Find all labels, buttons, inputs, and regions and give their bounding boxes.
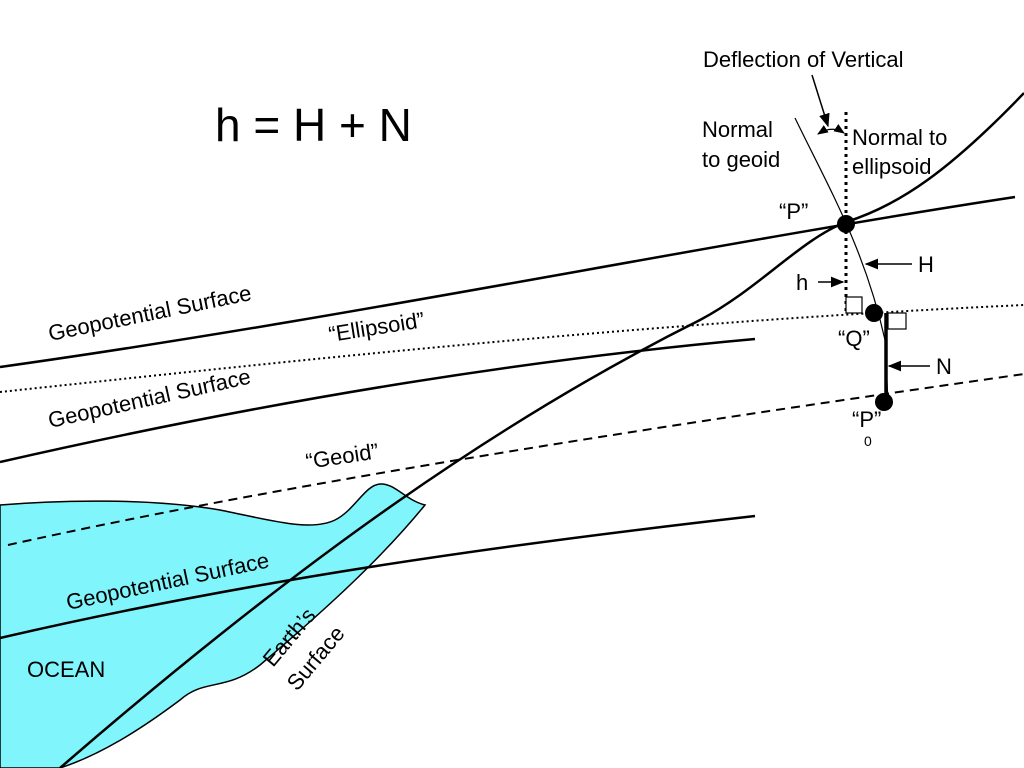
geoid-line xyxy=(7,373,1024,546)
normal-to-ellipsoid-label-line1: Normal to xyxy=(852,125,947,150)
point-q-marker xyxy=(865,304,883,322)
deflection-arrow xyxy=(811,74,830,128)
normal-to-geoid-label-line1: Normal xyxy=(702,117,773,142)
ocean-area xyxy=(0,483,427,768)
N-label: N xyxy=(936,354,952,379)
ocean-label: OCEAN xyxy=(27,657,105,682)
point-q-label: “Q” xyxy=(838,326,870,351)
point-p0-subscript: 0 xyxy=(864,433,872,449)
h-label: h xyxy=(796,270,808,295)
point-p0-marker xyxy=(875,393,893,411)
geopotential-surface-middle-label: Geopotential Surface xyxy=(46,364,253,433)
normal-to-ellipsoid-label-line2: ellipsoid xyxy=(852,154,932,179)
earth-surface-line xyxy=(59,92,1024,768)
geopotential-surface-middle-line xyxy=(0,337,756,464)
deflection-angle-arc xyxy=(817,124,845,135)
normal-to-geoid-label-line2: to geoid xyxy=(702,147,780,172)
point-p-marker xyxy=(837,215,855,233)
formula-text: h = H + N xyxy=(215,99,412,151)
right-angle-mark-q xyxy=(887,312,907,330)
point-p-label: “P” xyxy=(779,199,808,224)
right-angle-mark-p xyxy=(845,296,863,314)
ellipsoid-line xyxy=(0,304,1024,393)
geopotential-surface-upper-label: Geopotential Surface xyxy=(46,280,254,346)
geopotential-surface-upper-line xyxy=(0,195,1016,369)
deflection-label: Deflection of Vertical xyxy=(703,47,904,72)
geoid-label: “Geoid” xyxy=(304,438,380,474)
H-label: H xyxy=(918,252,934,277)
geopotential-surface-lower-line xyxy=(0,514,756,640)
point-p0-label: “P” xyxy=(852,407,881,432)
